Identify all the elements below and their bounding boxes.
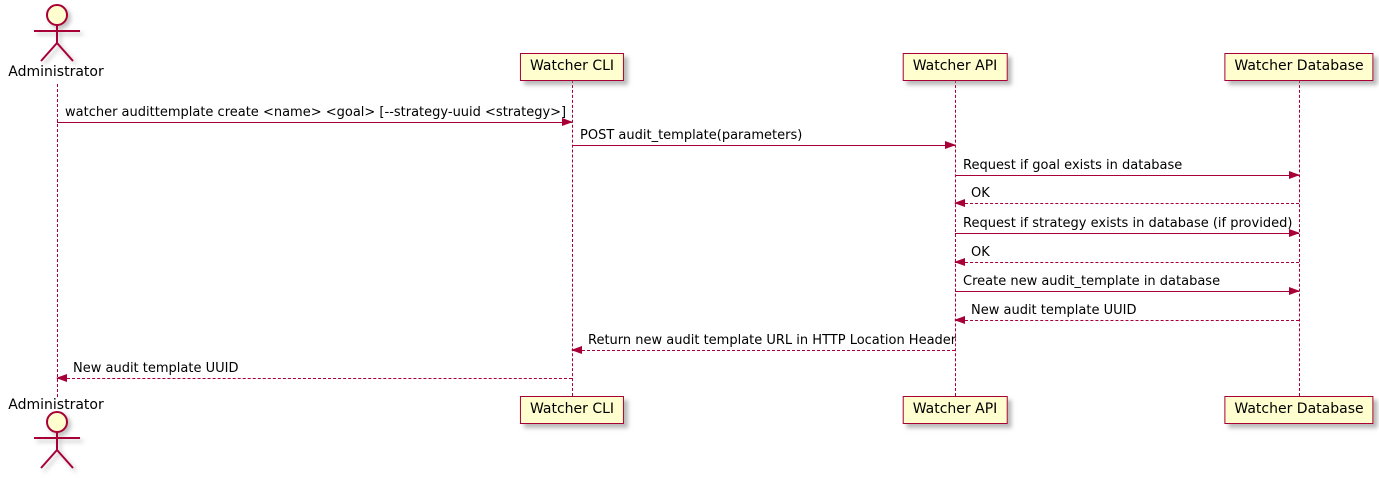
- sequence-message: Create new audit_template in database: [955, 274, 1300, 295]
- administrator-actor-icon: [34, 4, 80, 62]
- sequence-message: Request if goal exists in database: [955, 158, 1300, 179]
- arrowhead-icon: [1289, 228, 1300, 237]
- message-label: Return new audit template URL in HTTP Lo…: [588, 333, 957, 348]
- message-line: [57, 378, 572, 379]
- arrowhead-icon: [571, 345, 582, 354]
- participant-watcher-database-bottom: Watcher Database: [1224, 396, 1374, 424]
- sequence-message: watcher audittemplate create <name> <goa…: [57, 105, 573, 126]
- message-line: [57, 122, 572, 123]
- sequence-message: Request if strategy exists in database (…: [955, 216, 1300, 237]
- arrowhead-icon: [56, 373, 67, 382]
- message-label: Request if goal exists in database: [963, 158, 1183, 173]
- message-label: OK: [971, 186, 990, 201]
- message-label: watcher audittemplate create <name> <goa…: [65, 105, 567, 120]
- participant-watcher-cli-bottom: Watcher CLI: [519, 396, 625, 424]
- arrowhead-icon: [945, 140, 956, 149]
- message-label: New audit template UUID: [73, 361, 239, 376]
- sequence-message: New audit template UUID: [56, 361, 572, 382]
- message-label: POST audit_template(parameters): [580, 128, 803, 143]
- actor-label-top: Administrator: [8, 64, 104, 80]
- sequence-message: New audit template UUID: [954, 303, 1299, 324]
- sequence-message: Return new audit template URL in HTTP Lo…: [571, 333, 957, 354]
- lifeline-administrator: [57, 84, 58, 397]
- message-label: Request if strategy exists in database (…: [963, 216, 1293, 231]
- sequence-message: OK: [954, 186, 1299, 207]
- lifeline-watcher-database: [1299, 80, 1300, 396]
- sequence-message: POST audit_template(parameters): [572, 128, 956, 149]
- sequence-message: OK: [954, 245, 1299, 266]
- actor-label-bottom: Administrator: [8, 397, 104, 413]
- lifeline-watcher-api: [955, 80, 956, 396]
- participant-watcher-api-bottom: Watcher API: [902, 396, 1008, 424]
- arrowhead-icon: [562, 117, 573, 126]
- lifeline-watcher-cli: [572, 80, 573, 396]
- message-line: [572, 145, 955, 146]
- participant-watcher-api-top: Watcher API: [902, 53, 1008, 81]
- arrowhead-icon: [1289, 170, 1300, 179]
- message-line: [955, 262, 1299, 263]
- message-label: New audit template UUID: [971, 303, 1137, 318]
- message-line: [955, 203, 1299, 204]
- arrowhead-icon: [954, 198, 965, 207]
- participant-watcher-cli-top: Watcher CLI: [519, 53, 625, 81]
- administrator-actor-icon: [34, 411, 80, 469]
- message-line: [955, 320, 1299, 321]
- arrowhead-icon: [954, 257, 965, 266]
- message-line: [955, 175, 1299, 176]
- message-line: [572, 350, 955, 351]
- arrowhead-icon: [1289, 286, 1300, 295]
- message-line: [955, 291, 1299, 292]
- message-line: [955, 233, 1299, 234]
- message-label: OK: [971, 245, 990, 260]
- participant-watcher-database-top: Watcher Database: [1224, 53, 1374, 81]
- message-label: Create new audit_template in database: [963, 274, 1221, 289]
- arrowhead-icon: [954, 315, 965, 324]
